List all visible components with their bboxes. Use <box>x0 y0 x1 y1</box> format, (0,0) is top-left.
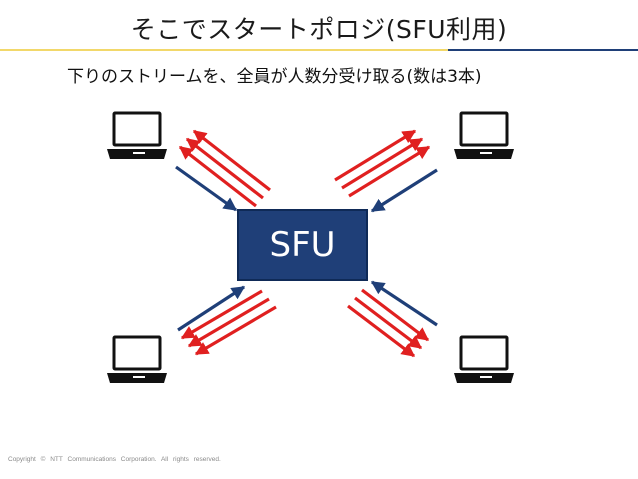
downstream-arrow <box>187 297 270 348</box>
downstream-arrow <box>334 129 417 182</box>
downstream-arrow <box>192 129 271 192</box>
downstream-arrows-top-right <box>334 129 431 198</box>
downstream-arrow <box>178 145 257 208</box>
downstream-arrow <box>348 145 431 198</box>
upstream-arrow-bottom-right <box>370 280 438 327</box>
laptop-icon <box>452 335 516 385</box>
downstream-arrow <box>180 289 263 340</box>
page-title: そこでスタートポロジ(SFU利用) <box>130 15 508 44</box>
downstream-arrow <box>361 288 430 342</box>
downstream-arrow <box>341 137 424 190</box>
upstream-arrow-bottom-left <box>177 285 246 332</box>
downstream-arrows-bottom-right <box>347 288 430 358</box>
title-rule-right <box>448 49 638 51</box>
downstream-arrow <box>354 296 423 350</box>
downstream-arrow <box>194 305 277 356</box>
downstream-arrows-bottom-left <box>180 289 277 356</box>
upstream-arrow-top-left <box>175 165 238 212</box>
page-subtitle: 下りのストリームを、全員が人数分受け取る(数は3本) <box>67 67 482 87</box>
laptop-icon <box>452 111 516 161</box>
sfu-label: SFU <box>269 225 336 265</box>
sfu-server-box: SFU <box>237 209 368 281</box>
downstream-arrows-top-left <box>178 129 271 208</box>
upstream-arrow-top-right <box>370 168 438 213</box>
laptop-icon <box>105 335 169 385</box>
laptop-icon <box>105 111 169 161</box>
downstream-arrow <box>185 137 264 200</box>
downstream-arrow <box>347 304 416 358</box>
copyright-footer: Copyright © NTT Communications Corporati… <box>8 456 221 463</box>
title-rule-left <box>0 49 448 51</box>
